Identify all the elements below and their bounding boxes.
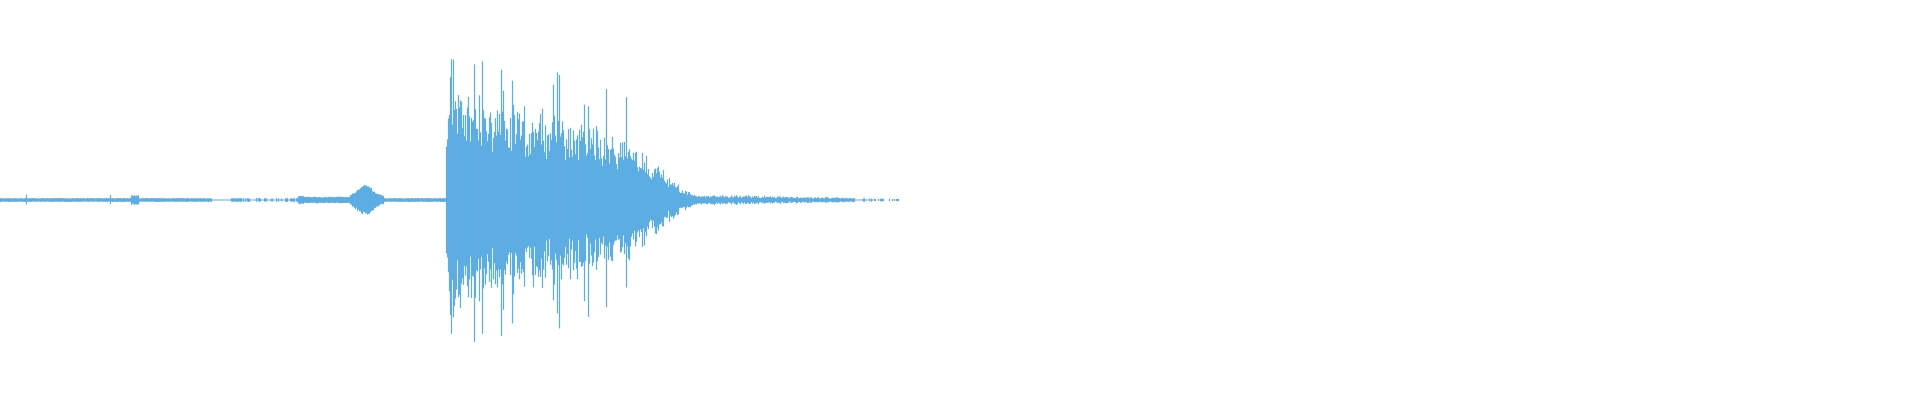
waveform-svg [0, 59, 900, 342]
waveform-display [0, 59, 900, 342]
